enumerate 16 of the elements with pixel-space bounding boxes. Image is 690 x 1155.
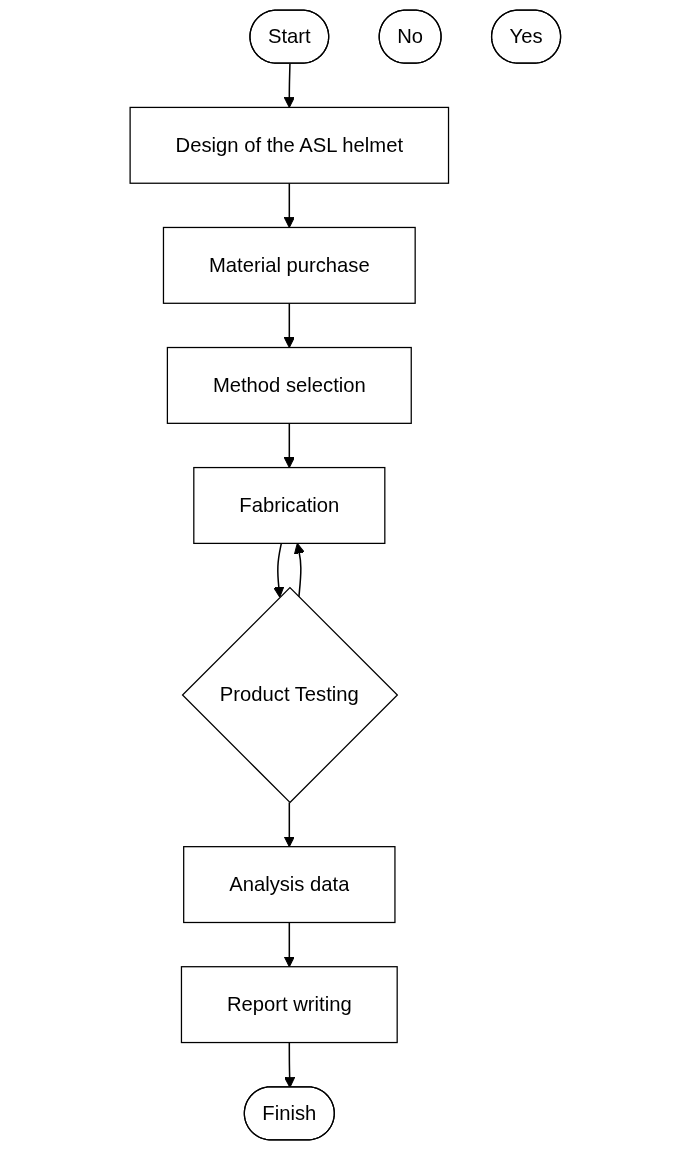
- node-diamond: Product Testing: [181, 586, 398, 804]
- node-box: Design of the ASL helmet: [129, 106, 449, 184]
- arrow: [283, 1041, 295, 1088]
- arrow: [293, 542, 305, 598]
- arrow: [283, 63, 295, 108]
- arrow: [283, 422, 295, 469]
- arrow: [283, 182, 295, 228]
- node-box: Fabrication: [192, 466, 386, 544]
- node-box: Material purchase: [162, 226, 416, 304]
- node-box: Report writing: [180, 966, 398, 1044]
- node-box: Method selection: [166, 346, 412, 424]
- node-box: Analysis data: [182, 846, 396, 924]
- arrow: [283, 302, 295, 348]
- arrow: [283, 921, 295, 968]
- arrow: [283, 801, 295, 848]
- arrow: [272, 542, 284, 598]
